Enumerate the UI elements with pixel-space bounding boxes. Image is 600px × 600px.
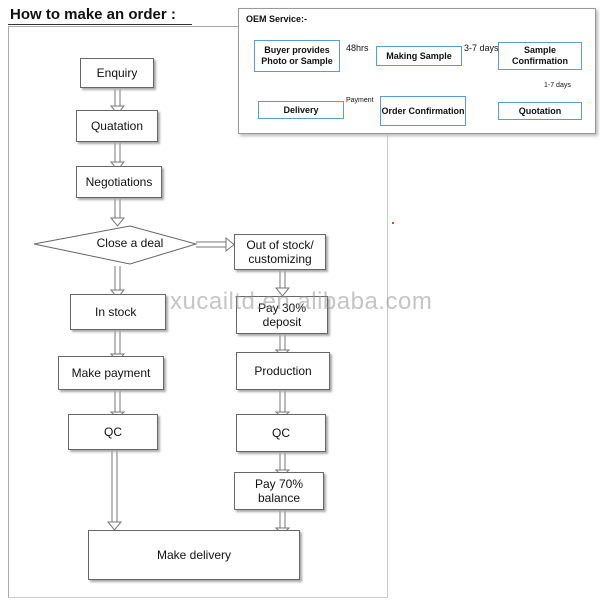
- main-flow-frame: [8, 26, 388, 598]
- enquiry-box: Enquiry: [80, 58, 154, 88]
- in-stock-box: In stock: [70, 294, 166, 330]
- oem-buyer-box: Buyer provides Photo or Sample: [254, 40, 340, 72]
- production-box: Production: [236, 352, 330, 390]
- edge-label-3-7-days: 3-7 days: [464, 43, 499, 53]
- make-payment-box: Make payment: [58, 356, 164, 390]
- negotiations-box: Negotiations: [76, 166, 162, 198]
- pay-balance-box: Pay 70% balance: [234, 472, 324, 510]
- close-deal-diamond: [33, 225, 198, 265]
- left-arrows: [111, 88, 286, 528]
- oem-sample-confirmation-box: Sample Confirmation: [498, 42, 582, 70]
- make-delivery-box: Make delivery: [88, 530, 300, 580]
- title-underline: [8, 24, 192, 25]
- oem-delivery-box: Delivery: [258, 101, 344, 119]
- qc-left-box: QC: [68, 414, 158, 450]
- edge-label-1-7-days: 1-7 days: [544, 82, 571, 89]
- oem-title: OEM Service:-: [246, 14, 308, 24]
- edge-label-payment: Payment: [346, 97, 374, 104]
- watermark: xucailtd.en.alibaba.com: [170, 288, 433, 315]
- qc-right-box: QC: [236, 414, 326, 452]
- edge-label-48hrs: 48hrs: [346, 43, 369, 53]
- close-deal-label: Close a deal: [96, 236, 164, 250]
- oem-making-sample-box: Making Sample: [376, 46, 462, 66]
- oem-order-confirmation-box: Order Confirmation: [380, 96, 466, 126]
- page-title: How to make an order :: [10, 6, 176, 23]
- pay-deposit-box: Pay 30% deposit: [236, 296, 328, 334]
- out-of-stock-box: Out of stock/ customizing: [234, 234, 326, 270]
- oem-quotation-box: Quotation: [498, 102, 582, 120]
- quatation-box: Quatation: [76, 110, 158, 142]
- stray-dot: [392, 222, 394, 224]
